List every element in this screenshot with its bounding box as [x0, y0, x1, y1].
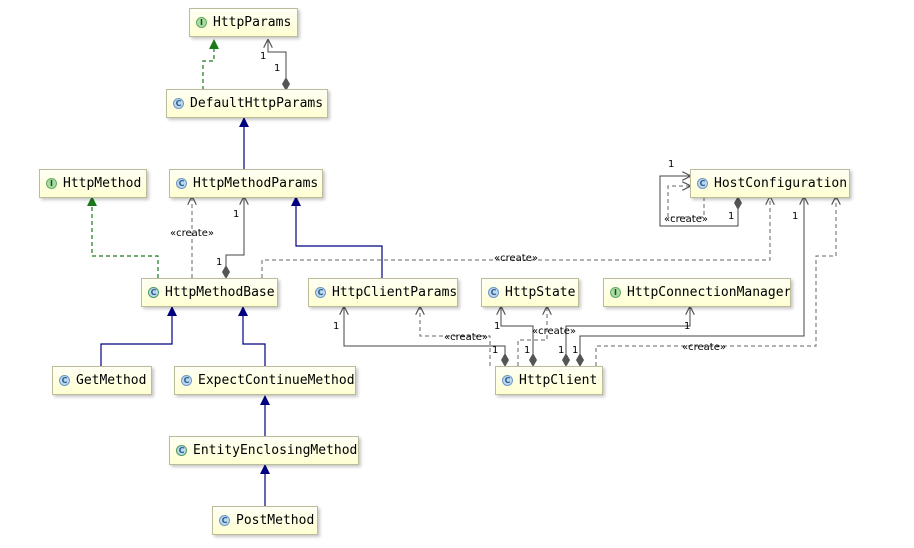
generalization-httpclientparams-httpmethodparams — [291, 196, 383, 278]
class-node-hostconfiguration[interactable]: C HostConfiguration — [690, 169, 850, 198]
abstract-class-icon: C — [176, 445, 187, 456]
multiplicity-label: 1 — [274, 63, 281, 74]
class-node-httpmethod[interactable]: I HttpMethod — [39, 169, 147, 198]
dependency-httpclient-httpclientparams — [420, 307, 491, 366]
class-node-httpmethodbase[interactable]: C HttpMethodBase — [141, 278, 278, 307]
multiplicity-label: 1 — [684, 321, 691, 332]
class-node-postmethod[interactable]: C PostMethod — [212, 506, 318, 535]
class-name: EntityEnclosingMethod — [193, 443, 358, 458]
class-name: HttpState — [505, 285, 576, 300]
class-node-httpconnectionmanager[interactable]: I HttpConnectionManager — [603, 278, 791, 307]
class-node-httpparams[interactable]: I HttpParams — [189, 8, 298, 37]
generalization-expectcontinuemethod-httpmethodbase — [238, 306, 266, 366]
association-httpclient-httpstate — [501, 307, 533, 366]
create-stereotype-label: «create» — [532, 326, 576, 337]
association-defaulthttpparams-httpparams — [268, 40, 286, 90]
interface-icon: I — [610, 287, 621, 298]
class-name: DefaultHttpParams — [190, 96, 324, 111]
dependency-httpclient-hostconfiguration — [595, 197, 836, 366]
multiplicity-label: 1 — [524, 345, 531, 356]
class-name: ExpectContinueMethod — [198, 373, 355, 388]
create-stereotype-label: «create» — [682, 342, 726, 353]
class-icon: C — [488, 287, 499, 298]
interface-icon: I — [196, 17, 207, 28]
class-node-httpstate[interactable]: C HttpState — [481, 278, 579, 307]
class-icon: C — [176, 178, 187, 189]
class-icon: C — [502, 375, 513, 386]
realization-defaulthttpparams-httpparams — [202, 39, 219, 90]
class-name: HttpClientParams — [332, 285, 458, 300]
interface-icon: I — [46, 178, 57, 189]
multiplicity-label: 1 — [333, 321, 340, 332]
class-name: HttpParams — [213, 15, 292, 30]
dependency-httpclient-httpstate — [517, 307, 547, 366]
association-httpclient-hostconfiguration — [580, 197, 804, 366]
class-name: HttpConnectionManager — [627, 285, 791, 300]
class-node-httpclient[interactable]: C HttpClient — [495, 366, 603, 395]
class-node-httpclientparams[interactable]: C HttpClientParams — [308, 278, 458, 307]
multiplicity-label: 1 — [492, 345, 499, 356]
class-name: HostConfiguration — [714, 176, 848, 191]
multiplicity-label: 1 — [558, 345, 565, 356]
class-icon: C — [315, 287, 326, 298]
class-icon: C — [173, 98, 184, 109]
multiplicity-label: 1 — [233, 209, 240, 220]
multiplicity-label: 1 — [260, 51, 267, 62]
class-icon: C — [697, 178, 708, 189]
abstract-class-icon: C — [148, 287, 159, 298]
create-stereotype-label: «create» — [170, 228, 214, 239]
multiplicity-label: 1 — [572, 345, 579, 356]
class-icon: C — [59, 375, 70, 386]
dependency-hostconfiguration-self — [667, 186, 705, 218]
class-name: GetMethod — [76, 373, 147, 388]
multiplicity-label: 1 — [216, 257, 223, 268]
create-stereotype-label: «create» — [664, 214, 708, 225]
generalization-getmethod-httpmethodbase — [100, 306, 177, 366]
class-name: PostMethod — [236, 513, 315, 528]
class-name: HttpMethod — [63, 176, 142, 191]
class-node-httpmethodparams[interactable]: C HttpMethodParams — [169, 169, 323, 198]
class-node-expectcontinuemethod[interactable]: C ExpectContinueMethod — [174, 366, 356, 395]
create-stereotype-label: «create» — [444, 332, 488, 343]
class-name: HttpMethodBase — [165, 285, 275, 300]
class-node-defaulthttpparams[interactable]: C DefaultHttpParams — [166, 89, 328, 118]
realization-httpmethodbase-httpmethod — [87, 196, 159, 278]
multiplicity-label: 1 — [728, 211, 735, 222]
multiplicity-label: 1 — [668, 159, 675, 170]
class-icon: C — [181, 375, 192, 386]
dependency-httpmethodbase-hostconfiguration — [261, 197, 770, 278]
association-httpmethodbase-httpmethodparams — [226, 197, 244, 278]
class-node-entityenclosingmethod[interactable]: C EntityEnclosingMethod — [169, 436, 359, 465]
multiplicity-label: 1 — [494, 321, 501, 332]
create-stereotype-label: «create» — [494, 253, 538, 264]
class-icon: C — [219, 515, 230, 526]
class-name: HttpClient — [519, 373, 598, 388]
multiplicity-label: 1 — [792, 211, 799, 222]
class-name: HttpMethodParams — [193, 176, 319, 191]
class-node-getmethod[interactable]: C GetMethod — [52, 366, 152, 395]
